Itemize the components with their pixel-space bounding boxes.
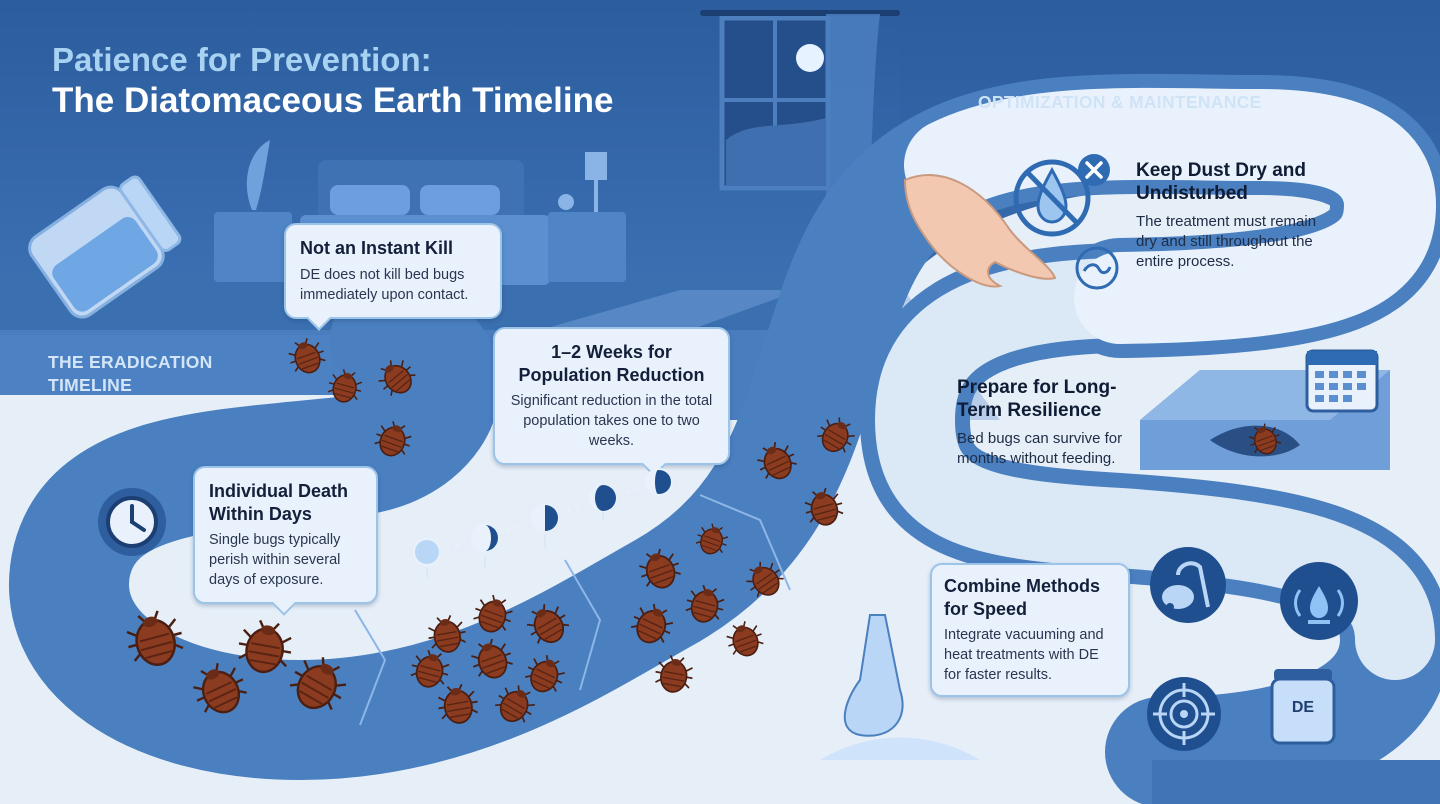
clock-icon [98,488,166,556]
bed-bug-icon [526,604,570,644]
tip-keep-dry: Keep Dust Dry and Undisturbed The treatm… [1136,160,1336,272]
bed-bug-icon [471,638,513,679]
title-line-1: Patience for Prevention: [52,41,432,78]
water-wave-icon [1075,246,1119,290]
bed-bug-icon [428,615,466,653]
card-population-reduction: 1–2 Weeks for Population Reduction Signi… [493,327,730,477]
lamp [585,152,607,180]
bed-bug-icon [817,417,855,453]
card-individual-death-body: Single bugs typically perish within seve… [209,532,341,588]
tip-resilience-body: Bed bugs can survive for months without … [957,429,1123,467]
bed-bug-icon [473,594,513,633]
bed-bug-icon [655,655,693,693]
card-individual-death: Individual Death Within Days Single bugs… [193,466,378,616]
eradication-section-label: THE ERADICATION TIMELINE [48,352,213,395]
tip-keep-dry-body: The treatment must remain dry and still … [1136,212,1317,271]
moon-phase-icon [413,538,441,566]
bed-bug-icon [804,487,844,526]
tip-keep-dry-heading: Keep Dust Dry and Undisturbed [1136,160,1306,204]
bed-bug-icon [630,603,674,644]
de-container-label: DE [1291,699,1315,716]
nightstand-right [548,212,626,282]
no-water-icon [1013,154,1110,237]
target-icon [1147,677,1221,751]
page-title: Patience for Prevention: The Diatomaceou… [52,40,613,123]
hand [903,174,1057,288]
card-instant-kill-heading: Not an Instant Kill [300,238,453,258]
bed-bug-icon [410,649,450,688]
bed-bug-icon [685,584,725,623]
card-individual-death-heading: Individual Death Within Days [209,481,349,524]
plant [246,140,270,210]
bed-bug-icon [374,421,412,457]
tip-resilience-heading: Prepare for Long-Term Resilience [957,377,1117,421]
maintenance-section-label: OPTIMIZATION & MAINTENANCE [978,92,1262,112]
bed-bug-icon [288,338,326,374]
card-instant-kill-body: DE does not kill bed bugs immediately up… [300,266,469,303]
tip-combine-methods: Combine Methods for Speed Integrate vacu… [930,563,1130,697]
moon-icon [796,44,824,72]
bed-bug-icon [757,442,797,480]
bed-bug-icon [327,369,363,403]
bed-bug-icon [238,619,292,674]
bed-bug-icon [378,360,416,396]
bed-bug-icon [193,663,247,714]
heat-icon [1280,562,1358,640]
de-jar-spilled [28,175,182,319]
moon-phase-progression [413,468,673,578]
card-instant-kill: Not an Instant Kill DE does not kill bed… [284,223,502,331]
nightstand-left [214,212,292,282]
bed-bug-icon [695,523,729,555]
bed-bug-icon [126,610,184,666]
card-population-reduction-body: Significant reduction in the total popul… [510,393,713,449]
bed-bug-icon [495,685,535,723]
tip-resilience: Prepare for Long-Term Resilience Bed bug… [957,377,1137,469]
de-container-icon: DE [1268,665,1338,745]
vacuum-icon [1150,547,1226,623]
bed-bug-icon [726,621,764,657]
card-population-reduction-heading: 1–2 Weeks for Population Reduction [518,342,705,385]
bed-bug-icon [289,657,347,710]
tip-combine-methods-heading: Combine Methods for Speed [944,576,1100,619]
calendar-icon [1305,349,1379,413]
vacuum-nozzle [820,614,980,760]
alarm-clock [558,194,574,210]
title-line-2: The Diatomaceous Earth Timeline [52,81,614,121]
bed-bug-icon [437,683,479,724]
bed-bug-icon [746,561,784,598]
bed-bug-icon [639,548,681,589]
tip-combine-methods-body: Integrate vacuuming and heat treatments … [944,627,1104,683]
bed-bug-icon [1248,423,1282,455]
bed-bug-icon [525,655,565,693]
